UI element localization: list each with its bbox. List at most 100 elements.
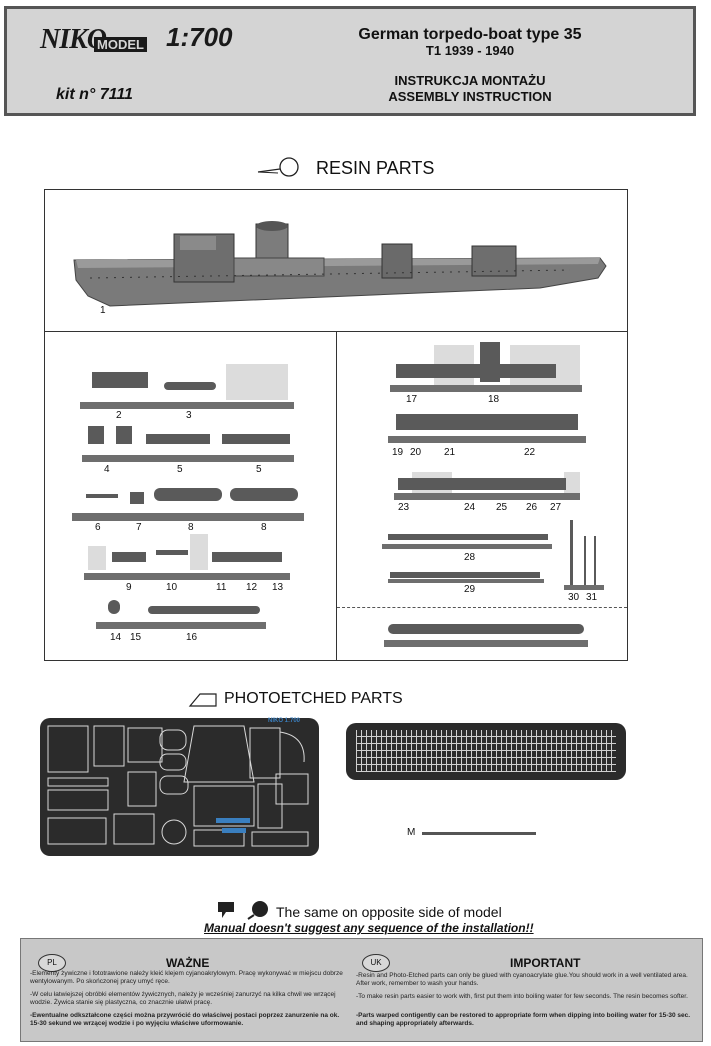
resin-part-4b bbox=[116, 426, 132, 444]
ghost-part-9 bbox=[88, 546, 106, 570]
pl-paragraph-1: -Elementy żywiczne i fototrawione należy… bbox=[30, 970, 343, 985]
part-label-5b: 5 bbox=[256, 464, 262, 475]
part-label-22: 22 bbox=[524, 447, 536, 458]
resin-part-31b bbox=[594, 536, 596, 586]
pe-railing-mesh bbox=[356, 730, 616, 772]
mast-part-m bbox=[422, 832, 536, 835]
part-label-5a: 5 bbox=[177, 464, 183, 475]
part-label-23: 23 bbox=[398, 502, 410, 513]
uk-paragraph-1: -Resin and Photo-Etched parts can only b… bbox=[356, 972, 688, 987]
instruction-title-en: ASSEMBLY INSTRUCTION bbox=[388, 89, 552, 104]
part-label-6: 6 bbox=[95, 522, 101, 533]
resin-part-28 bbox=[388, 534, 548, 540]
same-side-note: The same on opposite side of model bbox=[276, 904, 502, 920]
kit-number: kit n° 7111 bbox=[56, 86, 133, 103]
sprue-29 bbox=[388, 579, 544, 583]
manual-note: Manual doesn't suggest any sequence of t… bbox=[204, 921, 534, 935]
part-label-21: 21 bbox=[444, 447, 456, 458]
part-label-18: 18 bbox=[488, 394, 500, 405]
part-label-13: 13 bbox=[272, 582, 284, 593]
part-label-8b: 8 bbox=[261, 522, 267, 533]
resin-part-19-22 bbox=[396, 414, 578, 430]
resin-part-5a bbox=[146, 434, 210, 444]
uk-badge: UK bbox=[362, 954, 390, 972]
part-label-19: 19 bbox=[392, 447, 404, 458]
resin-part-2 bbox=[92, 372, 148, 388]
resin-part-30 bbox=[570, 520, 573, 586]
sprue-30-31 bbox=[564, 585, 604, 590]
resin-part-6 bbox=[86, 494, 118, 498]
part-label-12: 12 bbox=[246, 582, 258, 593]
part-label-2: 2 bbox=[116, 410, 122, 421]
resin-part-8a bbox=[154, 488, 222, 501]
uk-paragraph-2: -To make resin parts easier to work with… bbox=[356, 993, 688, 1000]
ghost-part-3 bbox=[226, 364, 288, 400]
header-panel bbox=[4, 6, 696, 116]
uk-heading: IMPORTANT bbox=[510, 956, 581, 970]
photoetch-icon bbox=[188, 693, 217, 707]
sprue-extra bbox=[384, 640, 588, 647]
parts-dashed-divider bbox=[337, 607, 627, 608]
pl-paragraph-3: -Ewentualne odkształcone części można pr… bbox=[30, 1012, 340, 1027]
dot-icon bbox=[252, 901, 268, 917]
part-label-7: 7 bbox=[136, 522, 142, 533]
resin-part-18 bbox=[480, 342, 500, 382]
sprue-6-8 bbox=[72, 513, 304, 521]
part-label-30: 30 bbox=[568, 592, 580, 603]
pe-fret-main bbox=[40, 718, 319, 856]
resin-part-16 bbox=[148, 606, 260, 614]
sprue-23-27 bbox=[394, 493, 580, 500]
mast-label-m: M bbox=[407, 827, 416, 838]
resin-part-23-27 bbox=[398, 478, 566, 490]
part-label-24: 24 bbox=[464, 502, 476, 513]
resin-part-17-18 bbox=[396, 364, 556, 378]
resin-part-8b bbox=[230, 488, 298, 501]
part-label-14: 14 bbox=[110, 632, 122, 643]
sprue-14-16 bbox=[96, 622, 266, 629]
resin-part-7 bbox=[130, 492, 144, 504]
instruction-title-pl: INSTRUKCJA MONTAŻU bbox=[394, 73, 546, 88]
magnifier-icon bbox=[257, 157, 299, 177]
opposite-side-icons bbox=[218, 901, 268, 920]
resin-part-14 bbox=[108, 600, 120, 614]
resin-part-31a bbox=[584, 536, 586, 586]
part-label-8a: 8 bbox=[188, 522, 194, 533]
sprue-2-3 bbox=[80, 402, 294, 409]
kit-subtitle: T1 1939 - 1940 bbox=[425, 43, 515, 58]
pl-badge: PL bbox=[38, 954, 66, 972]
sprue-9-13 bbox=[84, 573, 290, 580]
resin-part-9 bbox=[112, 552, 146, 562]
part-label-3: 3 bbox=[186, 410, 192, 421]
part-label-9: 9 bbox=[126, 582, 132, 593]
resin-part-3 bbox=[164, 382, 216, 390]
kit-title: German torpedo-boat type 35 bbox=[358, 26, 582, 43]
part-label-1: 1 bbox=[100, 305, 106, 316]
ghost-part-10 bbox=[190, 534, 208, 570]
part-label-16: 16 bbox=[186, 632, 198, 643]
resin-part-10 bbox=[156, 550, 188, 555]
sprue-19-22 bbox=[388, 436, 586, 443]
part-label-10: 10 bbox=[166, 582, 178, 593]
sprue-28 bbox=[382, 544, 552, 549]
pl-paragraph-2: -W celu łatwiejszej obróbki elementów ży… bbox=[30, 991, 336, 1006]
sprue-4-5 bbox=[82, 455, 294, 462]
part-label-11: 11 bbox=[216, 582, 227, 593]
part-label-29: 29 bbox=[464, 584, 476, 595]
resin-part-4a bbox=[88, 426, 104, 444]
part-label-15: 15 bbox=[130, 632, 142, 643]
resin-parts-title: RESIN PARTS bbox=[316, 158, 435, 178]
sprue-17-18 bbox=[390, 385, 582, 392]
brand-logo-model: MODEL bbox=[94, 37, 147, 52]
part-label-26: 26 bbox=[526, 502, 538, 513]
flag-icon bbox=[218, 902, 234, 918]
pe-fret-parts bbox=[47, 725, 309, 847]
part-label-20: 20 bbox=[410, 447, 422, 458]
resin-part-5b bbox=[222, 434, 290, 444]
part-label-4: 4 bbox=[104, 464, 110, 475]
hull-drawing bbox=[73, 221, 607, 307]
pl-heading: WAŻNE bbox=[166, 956, 210, 970]
photoetched-parts-title: PHOTOETCHED PARTS bbox=[224, 690, 403, 707]
uk-paragraph-3: -Parts warped contigently can be restore… bbox=[356, 1012, 691, 1027]
resin-part-29 bbox=[390, 572, 540, 578]
ghost-part-27 bbox=[564, 472, 580, 494]
